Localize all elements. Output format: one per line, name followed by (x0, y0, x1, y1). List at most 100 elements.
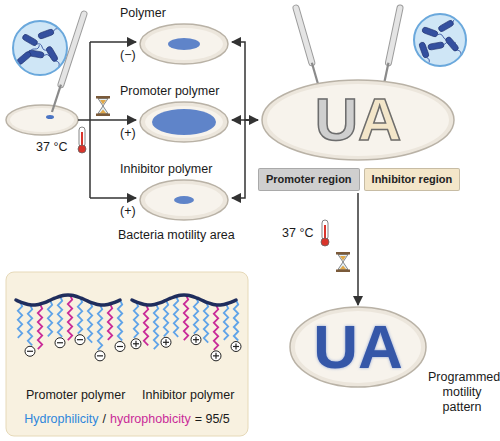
pipette-body (388, 8, 400, 63)
bacterium (37, 24, 65, 39)
polymer-backbone (16, 295, 120, 305)
hourglass-sand (100, 100, 106, 105)
hourglass-icon (336, 252, 350, 272)
ratio-term: Hydrophilicity (24, 412, 98, 427)
motility-area (152, 109, 216, 135)
dish-agar (145, 184, 223, 216)
hourglass-sand (100, 110, 107, 114)
hourglass-cap (96, 96, 110, 99)
charge-symbol (131, 339, 141, 349)
letter-pattern: UA (288, 316, 428, 378)
charge-circle (231, 342, 241, 352)
culture-dish: Polymer(−) (100, 4, 232, 74)
hydrophilic-chain (194, 298, 198, 334)
charge-bar (57, 342, 63, 343)
charge-symbol (25, 346, 35, 356)
hydrophobic-chain (144, 305, 148, 346)
hourglass-sand (340, 256, 346, 261)
flagellum (425, 57, 432, 69)
pipette-tip (312, 63, 318, 84)
bacterium-body (37, 28, 54, 39)
hydrophilic-chain (224, 304, 228, 340)
dish-rim (140, 24, 228, 64)
charge-bar (27, 351, 33, 352)
bacterium (16, 43, 41, 66)
charge-sign: (+) (120, 126, 136, 141)
polymer-backbone (132, 295, 236, 305)
polymer-drawing (131, 295, 241, 361)
hydrophilic-chain (88, 302, 92, 343)
bacterium (438, 13, 465, 32)
bacterium-body (445, 36, 460, 52)
hydrophilic-chain (98, 305, 102, 350)
charge-circle (191, 335, 201, 345)
bacterium-body (418, 41, 429, 58)
hydrophilic-chain (18, 302, 22, 338)
thermometer-icon (321, 220, 329, 246)
hydrophilic-chain (164, 300, 168, 336)
petri-dish (138, 22, 230, 66)
polymer-panel (6, 272, 248, 436)
charge-circle (55, 338, 65, 348)
bacterium (45, 46, 64, 73)
bacterium-body (438, 19, 455, 32)
region-name: Inhibitor region (365, 169, 460, 190)
pipette-body (296, 8, 312, 63)
hourglass-icon (96, 96, 110, 116)
pipette (296, 8, 318, 84)
branch-line (78, 119, 90, 121)
pipette-body (61, 14, 84, 85)
hydrophobic-chain (68, 295, 72, 340)
bacterium-body (428, 42, 445, 51)
dish-agar (145, 28, 223, 60)
branch-arrow (90, 197, 136, 199)
pipette-body (388, 8, 400, 63)
ratio-value: = 95/5 (195, 412, 230, 427)
polymer-name: Inhibitor polymer (120, 162, 212, 177)
polymer-name: Promoter polymer (26, 388, 125, 403)
culture-dish: Promoter polymer(+) (100, 82, 232, 152)
charge-symbol (161, 337, 171, 347)
hydrophilic-chain (174, 296, 178, 337)
dish-agar (145, 106, 223, 138)
pattern-dish: UA (288, 305, 428, 389)
charge-symbol (211, 351, 221, 361)
dish-rim (140, 180, 228, 220)
hydrophilic-chain (154, 304, 158, 349)
pipette-tip (52, 85, 61, 112)
hydrophilic-chain (28, 305, 32, 346)
thermometer-tube (322, 220, 328, 240)
flow-arrow (232, 120, 258, 198)
thermometer-bulb (78, 145, 86, 153)
charge-bar (117, 346, 123, 347)
temperature-label: 37 °C (282, 226, 313, 241)
charge-circle (131, 339, 141, 349)
bacterium-body (45, 46, 58, 63)
charge-symbol (115, 342, 125, 352)
charge-circle (95, 351, 105, 361)
charge-bar (135, 341, 136, 347)
hourglass-glass (98, 99, 108, 114)
hydrophobic-chain (184, 295, 188, 340)
branch-arrow (90, 41, 136, 43)
hydrophilic-chain (58, 296, 62, 337)
motility-area (168, 38, 200, 50)
flow-arrow (232, 42, 258, 120)
region-box: Promoter region (258, 168, 360, 191)
hourglass-sand (340, 266, 347, 270)
hydrophilic-chain (134, 302, 138, 338)
flagellum (53, 26, 65, 33)
charge-circle (75, 335, 85, 345)
magnified-bacteria (13, 21, 67, 75)
caption: Programmed motility pattern (428, 370, 496, 415)
charge-circle (211, 351, 221, 361)
ratio-term: hydrophobicity (110, 412, 191, 427)
flagellum (452, 15, 464, 24)
hourglass-glass (338, 255, 348, 270)
thermometer-icon (78, 127, 86, 153)
bacterium (418, 41, 433, 69)
dish-agar (10, 108, 74, 132)
region-name: Promoter region (259, 169, 359, 190)
pipette-body (61, 14, 84, 85)
